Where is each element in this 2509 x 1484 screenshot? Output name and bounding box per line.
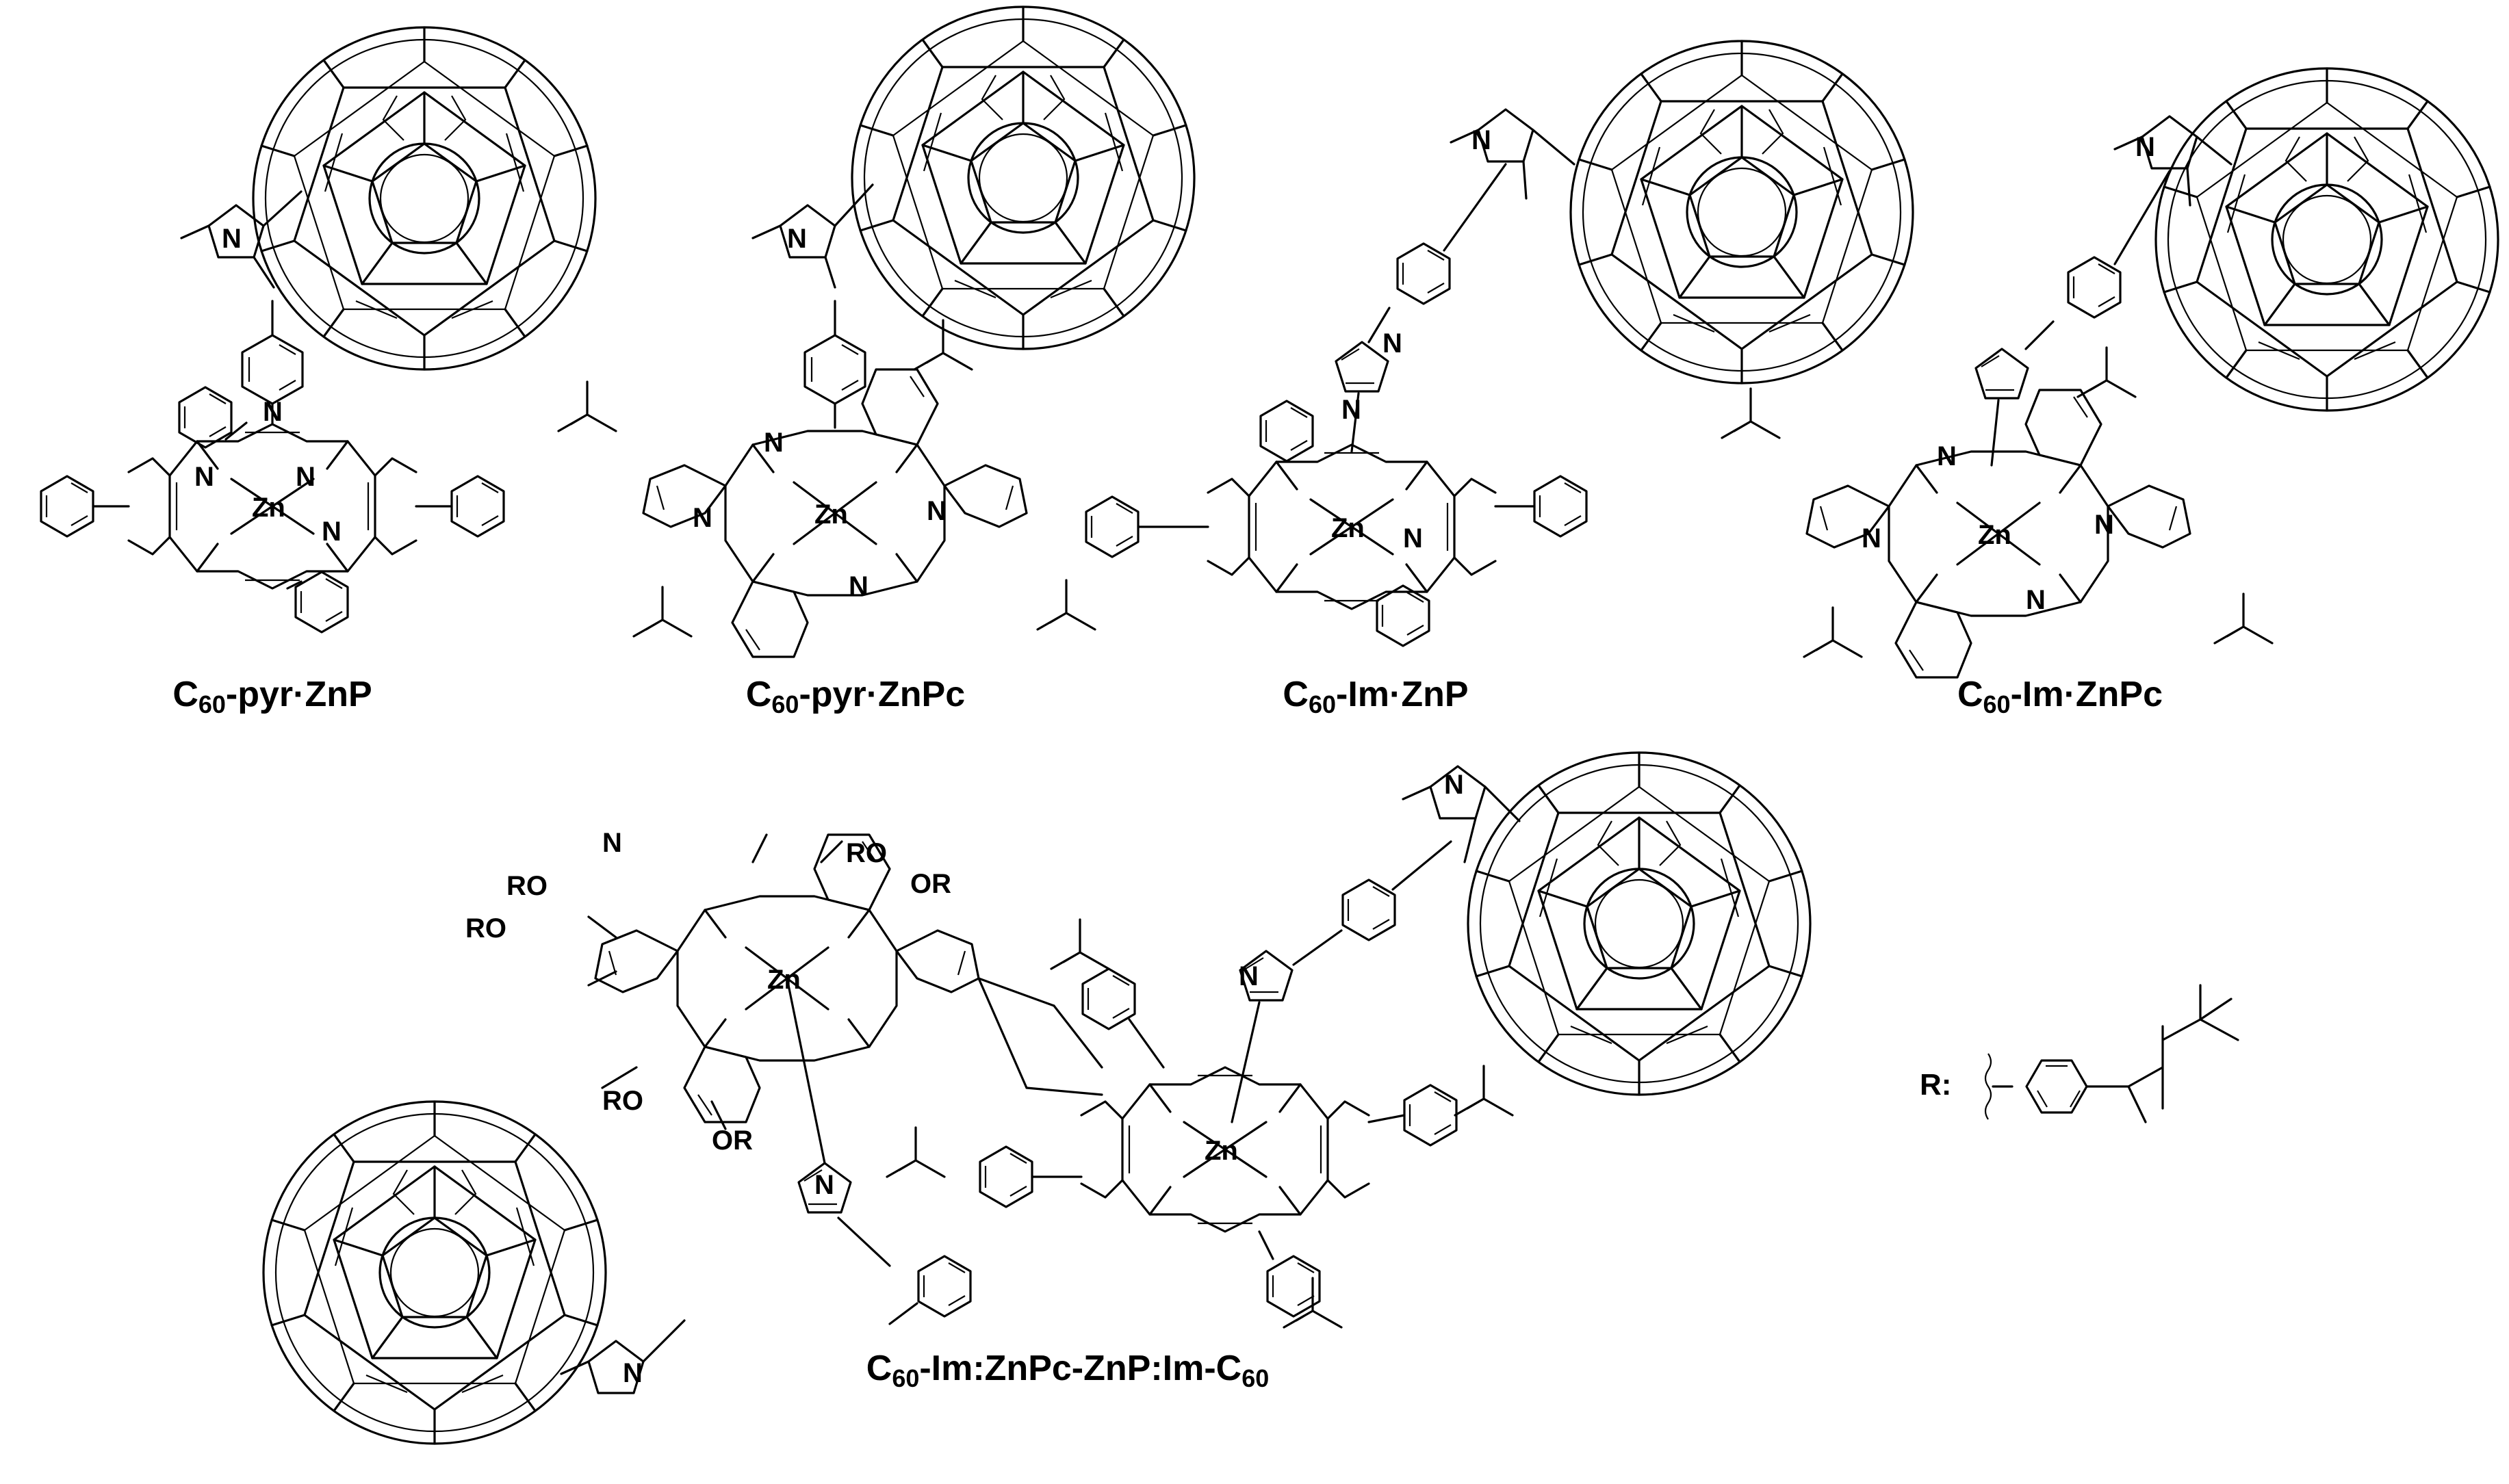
compound-c60-pyr-znp: Zn N N N N N <box>40 26 597 634</box>
zinc-label: Zn <box>1331 513 1365 543</box>
alkoxy-label: OR <box>910 869 951 899</box>
nitrogen-label: N <box>623 1358 643 1388</box>
nitrogen-label: N <box>2094 510 2114 540</box>
zinc-label: Zn <box>767 965 801 995</box>
zinc-label: Zn <box>1978 520 2011 550</box>
nitrogen-label: N <box>194 462 214 492</box>
nitrogen-label: N <box>693 503 712 533</box>
nitrogen-label: N <box>787 224 807 254</box>
alkoxy-label: RO <box>506 871 548 901</box>
nitrogen-label: N <box>2135 132 2155 162</box>
alkoxy-label: RO <box>846 838 887 868</box>
nitrogen-label: N <box>849 571 868 601</box>
nitrogen-label: N <box>1403 523 1423 554</box>
caption-c60-im-znpc-znp-im-c60: C60-Im:ZnPc-ZnP:Im-C60 <box>866 1349 1270 1392</box>
compound-c60-im-znp: Zn N N N N <box>1085 40 1914 647</box>
alkoxy-label: RO <box>465 913 506 943</box>
zinc-label: Zn <box>252 493 285 523</box>
nitrogen-label: N <box>2026 585 2046 615</box>
nitrogen-label: N <box>222 224 242 254</box>
nitrogen-label: N <box>1444 770 1464 800</box>
nitrogen-label: N <box>602 828 622 858</box>
nitrogen-label: N <box>1341 395 1361 425</box>
nitrogen-label: N <box>1239 961 1259 991</box>
nitrogen-label: N <box>263 397 283 427</box>
nitrogen-label: N <box>764 428 784 458</box>
zinc-label: Zn <box>1205 1136 1238 1166</box>
r-group-definition: R: <box>1920 984 2239 1123</box>
compound-c60-im-znpc: Zn N N N N N <box>1721 67 2499 679</box>
caption-c60-pyr-znpc: C60-pyr·ZnPc <box>745 675 966 718</box>
nitrogen-label: N <box>1382 328 1402 359</box>
alkoxy-label: RO <box>602 1086 643 1116</box>
alkoxy-label: OR <box>712 1125 753 1156</box>
nitrogen-label: N <box>927 496 947 526</box>
caption-c60-im-znpc: C60-Im·ZnPc <box>1957 675 2163 718</box>
r-group-label: R: <box>1920 1068 1951 1102</box>
nitrogen-label: N <box>322 517 342 547</box>
compound-c60-im-znpc-znp-im-c60: Zn Zn RO RO RO RO OR OR N N N N N <box>262 751 1812 1445</box>
caption-c60-im-znp: C60-Im·ZnP <box>1283 675 1469 718</box>
zinc-label: Zn <box>814 499 848 530</box>
nitrogen-label: N <box>1471 125 1491 155</box>
nitrogen-label: N <box>296 462 316 492</box>
nitrogen-label: N <box>814 1170 834 1200</box>
caption-c60-pyr-znp: C60-pyr·ZnP <box>172 675 372 718</box>
compound-c60-pyr-znpc: Zn N N N N N <box>557 5 1196 658</box>
nitrogen-label: N <box>1862 523 1881 554</box>
nitrogen-label: N <box>1937 441 1957 471</box>
